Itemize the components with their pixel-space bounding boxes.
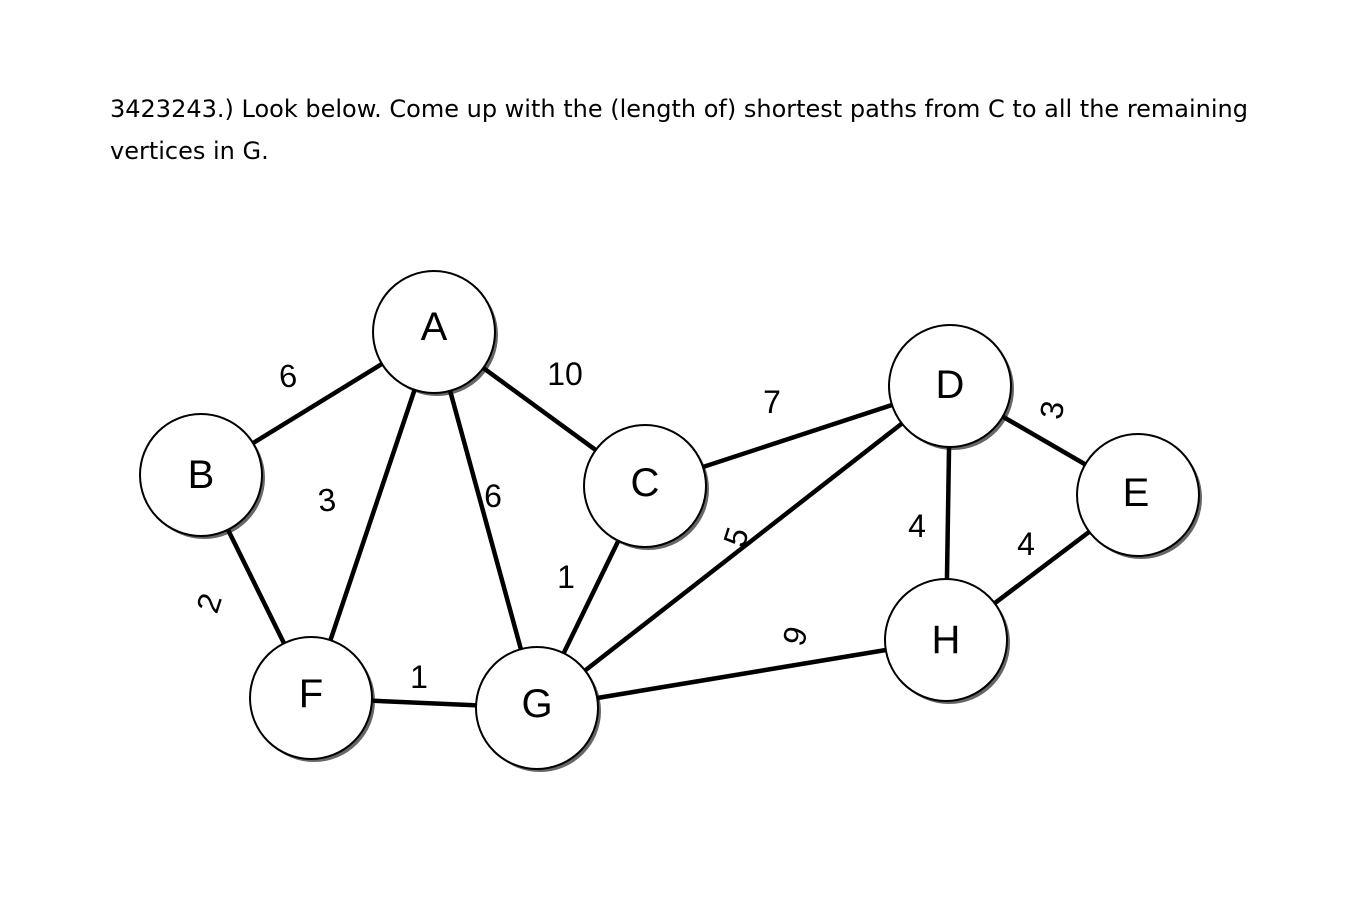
- weight-a-g: 6: [484, 478, 502, 514]
- node-g: G: [475, 646, 601, 772]
- weight-d-g: 5: [716, 523, 756, 551]
- weight-e-h: 4: [1017, 526, 1035, 562]
- weight-c-g: 1: [557, 559, 575, 595]
- weight-g-h: 9: [775, 622, 815, 650]
- node-label-c: C: [631, 461, 660, 505]
- weight-d-e: 3: [1033, 398, 1072, 422]
- nodes: A B C D E F G: [139, 270, 1202, 772]
- edge-a-g: [431, 329, 540, 711]
- node-label-e: E: [1123, 471, 1150, 515]
- node-b: B: [139, 413, 265, 539]
- node-e: E: [1076, 433, 1202, 559]
- node-label-a: A: [421, 305, 448, 349]
- weight-d-h: 4: [908, 508, 926, 544]
- weight-f-g: 1: [410, 659, 428, 695]
- node-label-d: D: [936, 363, 965, 407]
- weight-a-f: 3: [316, 481, 337, 519]
- weight-c-d: 7: [763, 384, 781, 420]
- node-label-b: B: [188, 453, 215, 497]
- question-text: 3423243.) Look below. Come up with the (…: [110, 95, 1248, 165]
- edge-d-g: [534, 383, 953, 711]
- node-label-f: F: [299, 672, 323, 716]
- weight-b-f: 2: [189, 589, 229, 617]
- node-a: A: [372, 270, 498, 396]
- edge-g-h: [534, 637, 949, 711]
- node-h: H: [884, 578, 1010, 704]
- node-d: D: [888, 324, 1014, 450]
- weight-a-c: 10: [547, 356, 583, 392]
- weight-a-b: 6: [277, 357, 298, 395]
- node-label-g: G: [521, 682, 552, 726]
- node-c: C: [583, 424, 709, 550]
- node-f: F: [249, 636, 375, 762]
- edge-a-f: [308, 329, 437, 701]
- node-label-h: H: [932, 618, 961, 662]
